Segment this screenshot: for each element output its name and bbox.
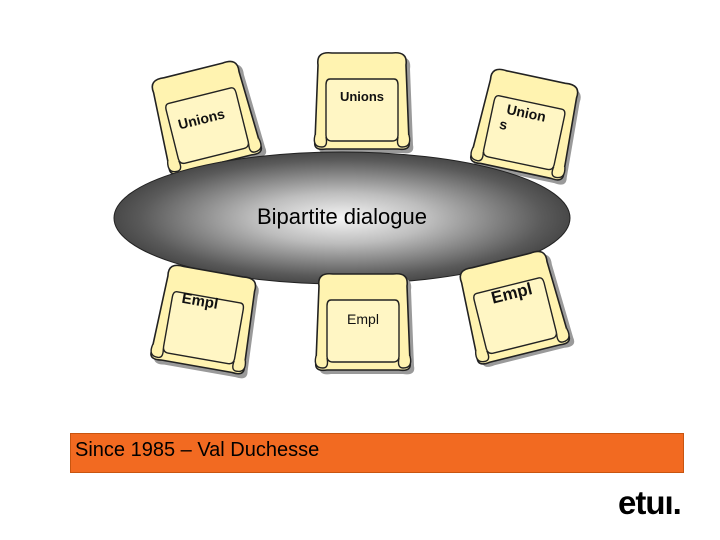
- caption-text: Since 1985 – Val Duchesse: [75, 439, 320, 461]
- chair-bottom-right: Empl: [454, 246, 577, 371]
- chair-bottom-left: Empl: [148, 262, 265, 381]
- chair-top-center: Unions: [313, 51, 415, 155]
- diagram: Unions Unions Union s Bipartite dialogue…: [113, 51, 587, 381]
- table-label: Bipartite dialogue: [257, 204, 427, 229]
- etui-logo: etuı.: [618, 484, 682, 521]
- chair-top-left: Unions: [146, 56, 269, 181]
- chair-label-cont: s: [498, 116, 509, 133]
- chair-label: Empl: [347, 311, 379, 327]
- chair-label: Unions: [340, 89, 384, 104]
- chair-bottom-center: Empl: [314, 272, 416, 376]
- caption-banner: Since 1985 – Val Duchesse: [70, 433, 684, 473]
- chair-label: Empl: [180, 290, 219, 313]
- chair-top-right: Union s: [467, 66, 587, 187]
